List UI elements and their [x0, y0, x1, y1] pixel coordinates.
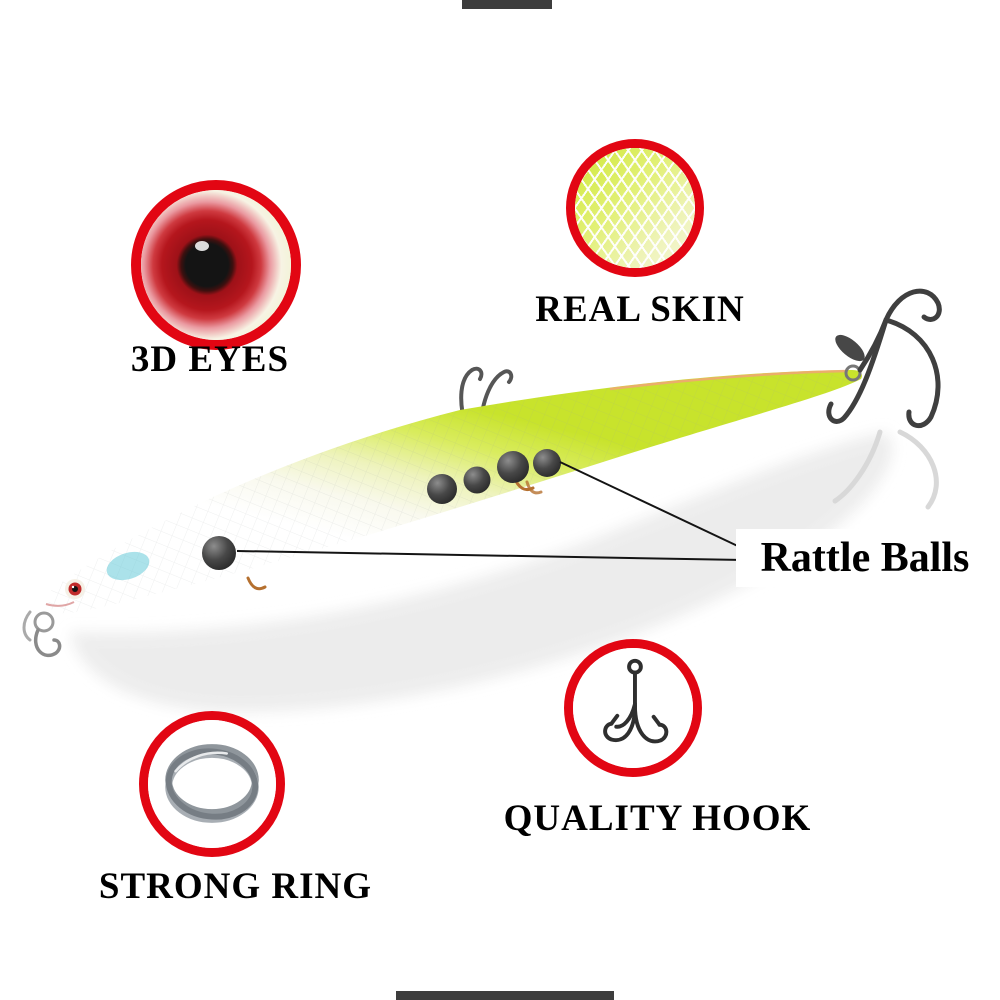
skin-label: REAL SKIN — [535, 289, 745, 330]
skin-callout-circle — [566, 139, 704, 277]
rattle-balls-group — [202, 449, 561, 570]
back-accent-stripe — [609, 369, 849, 391]
hook-label: QUALITY HOOK — [503, 798, 812, 839]
eyes-label: 3D EYES — [130, 339, 290, 380]
rattle-ball — [427, 474, 457, 504]
rattle-ball — [497, 451, 529, 483]
head-flash-spot — [106, 551, 150, 581]
eye-highlight — [195, 241, 209, 251]
rattle-callout-lines — [236, 461, 745, 561]
lure-front-eye — [65, 579, 85, 599]
tail-hook-cluster — [835, 334, 865, 362]
fish-scale-net-icon — [575, 148, 695, 268]
hook-callout-circle — [564, 639, 702, 777]
lure-reflection — [70, 432, 893, 713]
rattle-ball — [533, 449, 561, 477]
treble-hook-icon — [573, 648, 693, 768]
bottom-crop-bar — [396, 991, 614, 1000]
ring-label: STRONG RING — [98, 866, 373, 907]
rattle-ball — [202, 536, 236, 570]
rattle-balls-label: Rattle Balls — [736, 529, 994, 587]
nose-ring-and-hook — [22, 610, 62, 658]
mouth-line — [45, 601, 75, 607]
top-crop-bar — [462, 0, 552, 9]
lure-eye-icon — [141, 190, 291, 340]
split-ring-icon — [148, 720, 276, 848]
rattle-ball — [463, 466, 491, 494]
eyes-callout-circle — [131, 180, 301, 350]
reflection-hooks — [832, 429, 939, 510]
ring-callout-circle — [139, 711, 285, 857]
tail-treble-hook — [826, 288, 942, 429]
